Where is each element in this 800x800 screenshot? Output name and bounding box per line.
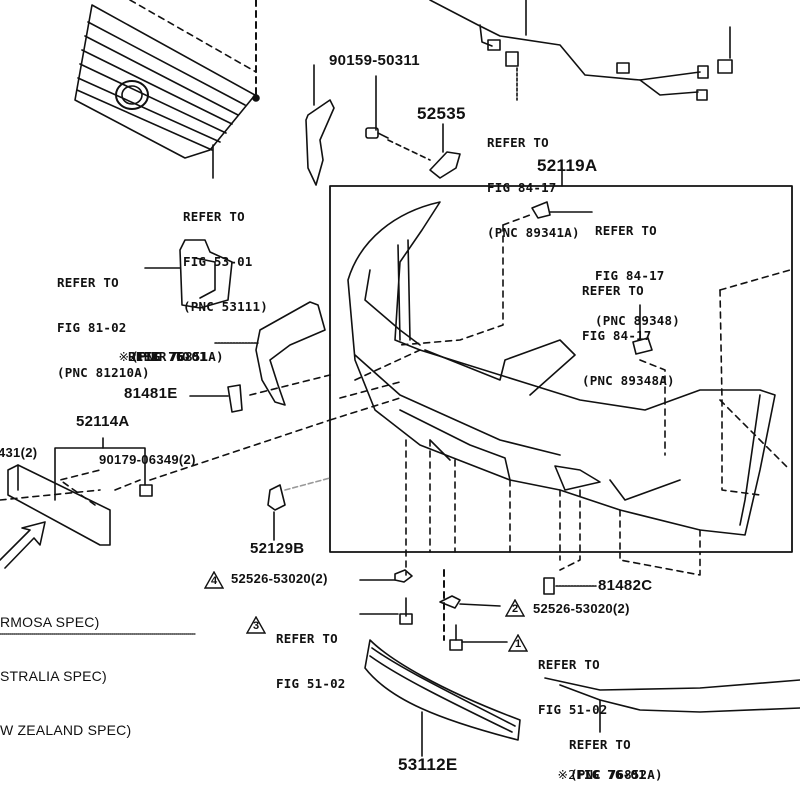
refer-text: REFER TO [595,223,657,238]
left-molding-pnc: (PNC 76851A) [131,349,224,364]
left-molding-drawing [214,301,326,406]
part-52526-53020-right[interactable]: 52526-53020(2) [533,601,630,616]
bracket-52535-drawing [429,123,461,179]
fig-link[interactable]: FIG 53-01 [183,254,253,269]
refer-text: REFER TO [582,283,644,298]
right-molding-fig-row: ※2FIG 76-01 [542,752,646,782]
part-52129B[interactable]: 52129B [250,540,305,557]
fig-link[interactable]: FIG 76-01 [576,767,646,782]
part-53112E[interactable]: 53112E [398,755,458,774]
fig-link[interactable]: FIG 84-17 [582,328,652,343]
clip-2-drawing [439,595,501,609]
pnc-text: (PNC 89348A) [582,373,675,388]
triangle-badge-3: 3 [246,616,266,634]
spec-note: RMOSA SPEC) [0,614,100,630]
bolt-3-drawing [359,597,413,625]
leader-grille-dash [129,0,257,73]
refer-text: REFER TO [183,209,245,224]
clip-81481E-drawing [227,384,243,413]
note-mark: ※2 [557,767,577,782]
lower-grille-drawing [364,639,521,757]
fig-link[interactable]: FIG 51-02 [276,676,346,691]
fog-lamp-refer-label: REFER TO FIG 81-02 (PNC 81210A) [57,245,150,395]
fig-link[interactable]: FIG 84-17 [595,268,665,283]
pnc-text: (PNC 89341A) [487,225,580,240]
part-52526-53020-left[interactable]: 52526-53020(2) [231,571,328,586]
fog-lamp-drawing [144,239,233,309]
left-molding-refer-label: REFER TO [128,319,190,379]
pnc-text: (PNC 89348) [595,313,680,328]
clip-4-drawing [359,569,413,583]
triangle-icon [246,616,266,634]
part-90179-06349[interactable]: 90179-06349(2) [99,452,196,467]
right-molding-drawing [544,677,800,733]
fig-link[interactable]: FIG 51-02 [538,702,608,717]
part-431[interactable]: 431(2) [0,445,38,460]
sensor-89348-refer-label: REFER TO FIG 84-17 (PNC 89348) [595,193,680,343]
badge-number: 1 [514,638,522,650]
refer-text: REFER TO [276,631,338,646]
right-molding-pnc: (PNC 76852A) [570,767,663,782]
bolt-1-refer-label: REFER TO FIG 51-02 [538,627,608,732]
upper-grille-drawing [74,4,256,159]
pnc-text: (PNC 53111) [183,299,268,314]
triangle-icon [204,571,224,589]
spec-notes: RMOSA SPEC) STRALIA SPEC) W ZEALAND SPEC… [0,577,131,757]
badge-number: 3 [252,620,260,632]
fig-link[interactable]: FIG 81-02 [57,320,127,335]
bumper-cover-drawing [347,201,776,536]
bolt-90159-drawing [365,75,389,139]
pnc-text: (PNC 81210A) [57,365,150,380]
fig-link[interactable]: FIG 76-01 [137,349,207,364]
sensor-89348A-refer-label: REFER TO FIG 84-17 (PNC 89348A) [582,253,675,403]
triangle-badge-2: 2 [505,599,525,617]
wire-harness-drawing [429,0,733,101]
part-90159-50311[interactable]: 90159-50311 [329,52,420,69]
right-molding-refer-text: REFER TO [569,737,631,752]
grille-refer-label: REFER TO FIG 53-01 (PNC 53111) [183,179,268,329]
badge-number: 4 [210,575,218,587]
part-81482C[interactable]: 81482C [598,577,653,594]
refer-text: REFER TO [57,275,119,290]
sensor-89348-drawing [531,201,593,219]
part-81481E[interactable]: 81481E [124,385,178,402]
bumper-dashed-leaders [329,214,791,576]
bolt-1-drawing [449,624,508,651]
spec-note: STRALIA SPEC) [0,668,107,684]
triangle-badge-1: 1 [508,634,528,652]
part-52119A[interactable]: 52119A [537,156,598,175]
triangle-icon [508,634,528,652]
clip-81482C-drawing [543,577,597,595]
side-bracket-drawing [305,64,335,186]
fig-link[interactable]: FIG 84-17 [487,180,557,195]
spec-note: W ZEALAND SPEC) [0,722,132,738]
sensor-89348A-drawing [632,304,653,355]
bolt-3-refer-label: REFER TO FIG 51-02 [276,601,346,706]
note-mark: ※2 [118,349,138,364]
refer-text: REFER TO [128,349,190,364]
part-52114A[interactable]: 52114A [76,413,130,430]
triangle-icon [505,599,525,617]
refer-text: REFER TO [487,135,549,150]
cap-52129B-drawing [267,477,331,541]
license-bracket-drawing [0,419,331,635]
bumper-group-box [329,185,793,553]
badge-number: 2 [511,603,519,615]
refer-text: REFER TO [538,657,600,672]
part-52535[interactable]: 52535 [417,104,466,123]
harness-refer-label: REFER TO FIG 84-17 (PNC 89341A) [487,105,580,255]
left-molding-fig-row: ※2FIG 76-01 [103,334,207,364]
triangle-badge-4: 4 [204,571,224,589]
